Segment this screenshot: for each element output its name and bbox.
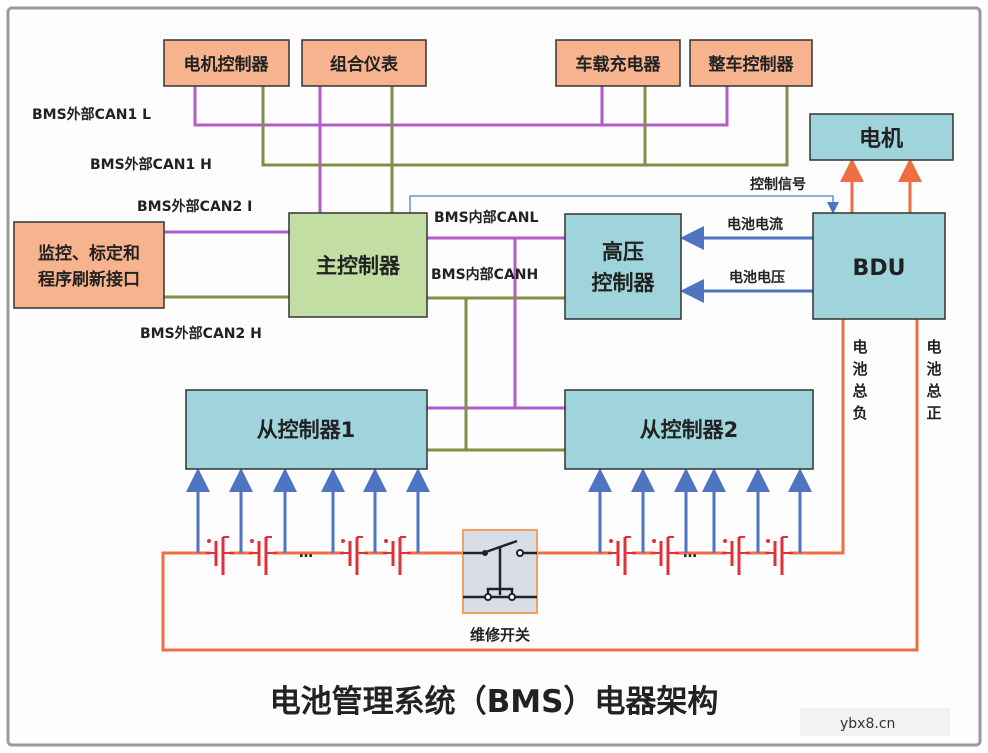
battery-cells [206, 536, 793, 575]
onboard-charger-box: 车载充电器 [555, 39, 681, 87]
battery-negative-char: 负 [852, 404, 867, 422]
can2-low-label: BMS外部CAN2 I [137, 198, 252, 215]
monitor-interface-box: 监控、标定和 程序刷新接口 [13, 221, 165, 309]
battery-positive-line [161, 319, 919, 652]
battery-voltage-label: 电池电压 [729, 269, 785, 286]
external-can1-high-bus [261, 86, 789, 213]
control-signal-line [409, 195, 839, 214]
battery-positive-char: 池 [926, 360, 941, 378]
slave-controller-1-label: 从控制器1 [257, 418, 356, 442]
battery-cell-icon [383, 536, 411, 575]
battery-positive-label: 电 池 总 正 [926, 338, 941, 422]
motor-controller-box: 电机控制器 [163, 39, 290, 87]
instrument-cluster-box: 组合仪表 [301, 39, 427, 87]
battery-positive-char: 总 [926, 382, 941, 400]
monitor-label-2: 程序刷新接口 [38, 269, 140, 290]
service-switch: 维修开关 [462, 529, 538, 644]
bdu-box: BDU [812, 212, 946, 320]
motor-controller-label: 电机控制器 [184, 54, 270, 75]
control-signal-label: 控制信号 [750, 176, 806, 193]
internal-canh-label: BMS内部CANH [431, 266, 538, 283]
external-can1-low-bus [193, 86, 729, 213]
main-controller-box: 主控制器 [288, 212, 428, 318]
slave-controller-1-box: 从控制器1 [185, 389, 428, 470]
battery-cell-icon [340, 536, 368, 575]
battery-negative-char: 池 [852, 360, 867, 378]
can1-high-label: BMS外部CAN1 H [90, 156, 212, 173]
ellipsis-1: … [299, 545, 313, 561]
slave-controller-2-label: 从控制器2 [640, 418, 739, 442]
service-switch-label: 维修开关 [470, 626, 530, 644]
diagram-title: 电池管理系统（BMS）电器架构 [270, 684, 719, 720]
vehicle-controller-box: 整车控制器 [689, 39, 813, 87]
battery-cell-icon [651, 536, 679, 575]
internal-can-high-bus [427, 296, 565, 452]
hv-controller-box: 高压 控制器 [564, 213, 682, 320]
battery-positive-char: 电 [926, 338, 941, 356]
vehicle-controller-label: 整车控制器 [709, 54, 795, 75]
bdu-label: BDU [853, 256, 906, 281]
battery-cell-icon [206, 536, 234, 575]
onboard-charger-label: 车载充电器 [576, 54, 662, 75]
frame [6, 6, 982, 747]
ellipsis-2: … [683, 545, 697, 561]
can2-high-label: BMS外部CAN2 H [140, 325, 262, 342]
watermark-text: ybx8.cn [840, 716, 895, 732]
motor-box: 电机 [809, 113, 954, 161]
battery-negative-label: 电 池 总 负 [852, 338, 867, 422]
battery-negative-line [800, 319, 845, 555]
hv-controller-label-1: 高压 [602, 240, 644, 264]
motor-label: 电机 [859, 127, 903, 152]
main-controller-label: 主控制器 [316, 254, 401, 278]
watermark: ybx8.cn [800, 708, 950, 736]
battery-current-label: 电池电流 [727, 216, 783, 233]
monitor-label-1: 监控、标定和 [38, 243, 140, 264]
internal-canl-label: BMS内部CANL [434, 209, 539, 226]
battery-negative-char: 总 [852, 382, 867, 400]
instrument-cluster-label: 组合仪表 [330, 54, 399, 75]
slave-controller-2-box: 从控制器2 [564, 389, 814, 470]
battery-cell-icon [722, 536, 750, 575]
battery-positive-char: 正 [926, 404, 941, 422]
battery-cell-icon [765, 536, 793, 575]
hv-controller-label-2: 控制器 [592, 271, 656, 295]
battery-negative-char: 电 [852, 338, 867, 356]
can1-low-label: BMS外部CAN1 L [32, 106, 151, 123]
battery-cell-icon [608, 536, 636, 575]
cell-voltage-taps [186, 468, 812, 553]
internal-can-low-bus [427, 236, 565, 410]
battery-cell-icon [249, 536, 277, 575]
